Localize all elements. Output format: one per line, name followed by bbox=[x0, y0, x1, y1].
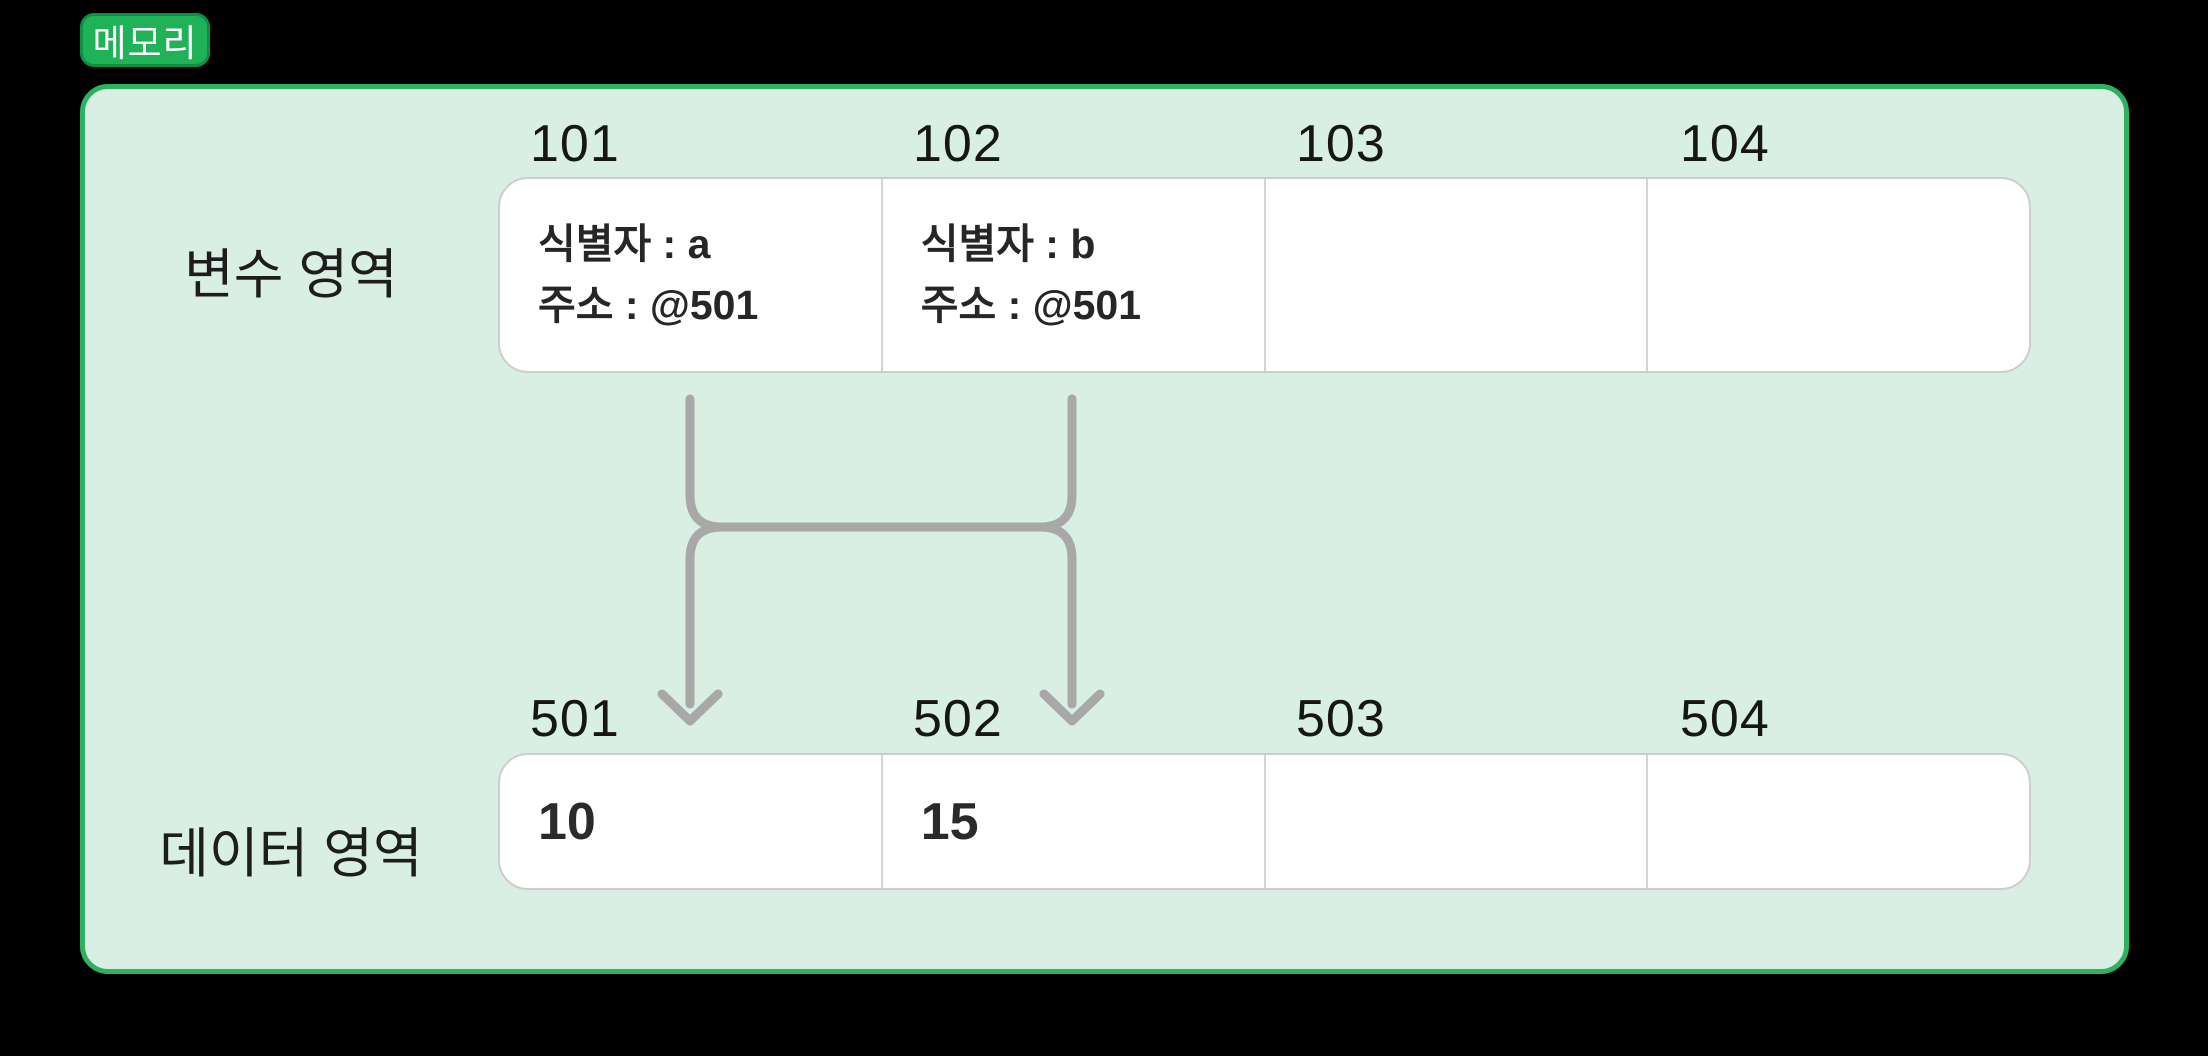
memory-cell-102: 식별자 : b 주소 : @501 bbox=[880, 179, 1264, 371]
cell-101-address-ref: 주소 : @501 bbox=[538, 282, 759, 328]
address-label-502: 502 bbox=[913, 690, 1003, 748]
memory-cell-502: 15 bbox=[880, 755, 1264, 888]
memory-badge: 메모리 bbox=[80, 13, 210, 67]
memory-cell-104 bbox=[1646, 179, 2029, 371]
cell-501-value: 10 bbox=[538, 792, 596, 851]
memory-cell-101: 식별자 : a 주소 : @501 bbox=[500, 179, 881, 371]
address-label-504: 504 bbox=[1680, 690, 1770, 748]
address-label-501: 501 bbox=[530, 690, 620, 748]
variable-cell-row: 식별자 : a 주소 : @501 식별자 : b 주소 : @501 bbox=[498, 177, 2031, 373]
memory-badge-label: 메모리 bbox=[92, 23, 198, 64]
data-cell-row: 10 15 bbox=[498, 753, 2031, 890]
memory-cell-501: 10 bbox=[500, 755, 881, 888]
address-label-503: 503 bbox=[1296, 690, 1386, 748]
address-label-103: 103 bbox=[1296, 115, 1386, 173]
variable-area-label: 변수 영역 bbox=[184, 245, 398, 305]
cell-101-identifier: 식별자 : a bbox=[538, 221, 711, 267]
cell-102-identifier: 식별자 : b bbox=[920, 221, 1096, 267]
cell-502-value: 15 bbox=[920, 792, 979, 851]
memory-cell-103 bbox=[1263, 179, 1647, 371]
address-label-101: 101 bbox=[530, 115, 620, 173]
address-label-102: 102 bbox=[913, 115, 1003, 173]
address-label-104: 104 bbox=[1680, 115, 1770, 173]
memory-cell-503 bbox=[1263, 755, 1647, 888]
memory-cell-504 bbox=[1646, 755, 2029, 888]
data-area-label: 데이터 영역 bbox=[159, 824, 423, 884]
cell-102-address-ref: 주소 : @501 bbox=[920, 282, 1142, 328]
